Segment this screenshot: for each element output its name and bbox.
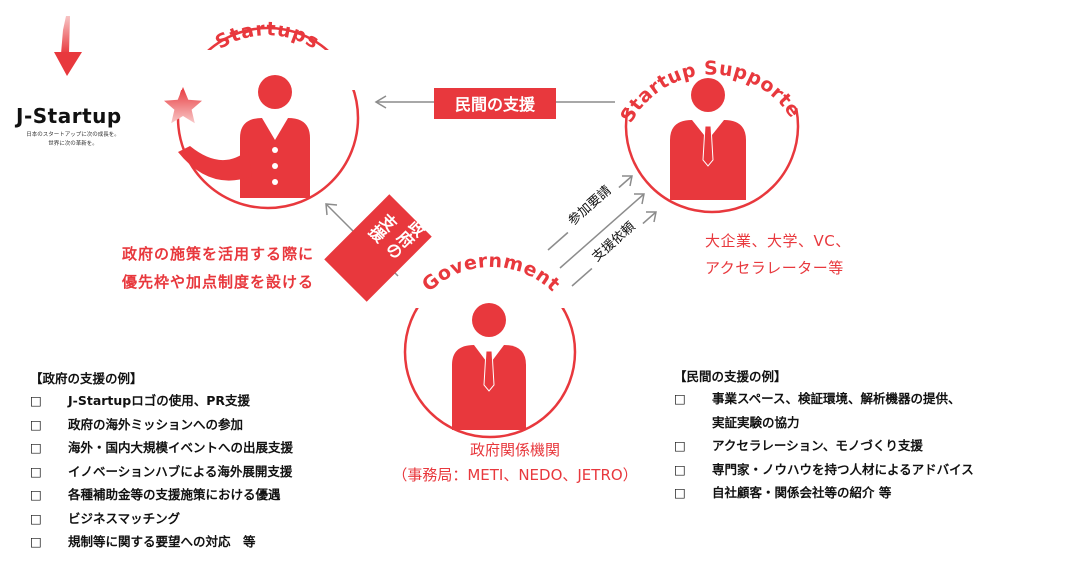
government-note: 政府関係機関 （事務局：METI、NEDO、JETRO） <box>380 438 650 488</box>
startups-node: Startups <box>164 18 360 210</box>
logo-tagline-2: 世界に次の革新を。 <box>48 141 98 147</box>
private-support-arrow: 民間の支援 <box>374 88 615 119</box>
supporters-note-line-1: 大企業、大学、VC、 <box>705 232 851 250</box>
government-support-arrow: 政府の 支援 <box>324 194 432 302</box>
star-icon <box>164 87 202 124</box>
startups-note: 政府の施策を活用する際に 優先枠や加点制度を設ける <box>122 240 314 296</box>
supporter-person-icon <box>670 78 746 200</box>
private-support-label: 民間の支援 <box>455 95 536 114</box>
gov-support-examples: 【政府の支援の例】 □J-Startupロゴの使用、PR支援 □政府の海外ミッシ… <box>30 368 293 554</box>
list-item: □自社顧客・関係会社等の紹介 等 <box>674 485 892 500</box>
logo-tagline-1: 日本のスタートアップに次の成長を。 <box>26 132 120 138</box>
gov-support-examples-title: 【政府の支援の例】 <box>30 371 143 386</box>
private-support-examples-title: 【民間の支援の例】 <box>674 369 787 384</box>
list-item: □事業スペース、検証環境、解析機器の提供、実証実験の協力 <box>674 387 974 434</box>
logo-title: J-Startup <box>16 104 122 128</box>
startups-label: Startups <box>212 18 324 54</box>
private-support-examples-list: □事業スペース、検証環境、解析機器の提供、実証実験の協力 □アクセラレーション、… <box>674 387 974 505</box>
government-node: Government <box>403 250 577 439</box>
request-support-label: 支援依頼 <box>590 219 639 265</box>
list-item: □専門家・ノウハウを持つ人材によるアドバイス <box>674 461 974 477</box>
list-item: □J-Startupロゴの使用、PR支援 <box>30 393 251 408</box>
request-participation-label: 参加要請 <box>565 183 615 229</box>
list-item: □各種補助金等の支援施策における優遇 <box>30 487 281 502</box>
gov-support-examples-list: □J-Startupロゴの使用、PR支援 □政府の海外ミッションへの参加 □海外… <box>30 389 293 554</box>
j-startup-logo-icon <box>54 16 82 76</box>
startup-person-icon <box>178 75 310 198</box>
list-item: □規制等に関する要望への対応 等 <box>30 534 256 549</box>
startups-note-line-1: 政府の施策を活用する際に <box>122 245 315 263</box>
supporters-note-line-2: アクセラレーター等 <box>705 259 844 277</box>
supporters-note: 大企業、大学、VC、 アクセラレーター等 <box>705 228 851 282</box>
private-support-examples: 【民間の支援の例】 □事業スペース、検証環境、解析機器の提供、実証実験の協力 □… <box>674 366 974 505</box>
government-note-line-2: （事務局：METI、NEDO、JETRO） <box>392 466 638 484</box>
list-item: □アクセラレーション、モノづくり支援 <box>674 438 923 453</box>
government-person-icon <box>452 303 526 430</box>
list-item: □海外・国内大規模イベントへの出展支援 <box>30 440 294 455</box>
startups-note-line-2: 優先枠や加点制度を設ける <box>122 273 315 291</box>
list-item: □政府の海外ミッションへの参加 <box>30 416 244 432</box>
list-item: □イノベーションハブによる海外展開支援 <box>30 463 293 479</box>
list-item-continuation: 実証実験の協力 <box>712 414 800 430</box>
list-item: □ビジネスマッチング <box>30 510 181 526</box>
government-note-line-1: 政府関係機関 <box>469 441 560 459</box>
